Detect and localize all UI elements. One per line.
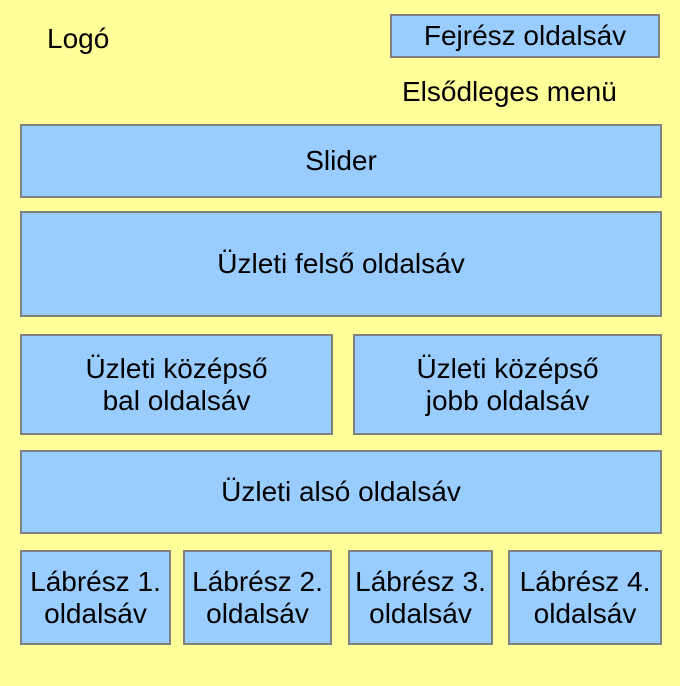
business-middle-left-sidebar-box: Üzleti középső bal oldalsáv <box>20 334 333 435</box>
footer-sidebar-3-box: Lábrész 3. oldalsáv <box>348 550 493 645</box>
slider-box: Slider <box>20 124 662 198</box>
logo-label: Logó <box>47 23 110 54</box>
header-sidebar-box: Fejrész oldalsáv <box>390 14 660 58</box>
business-middle-right-sidebar-box: Üzleti középső jobb oldalsáv <box>353 334 662 435</box>
primary-menu-label: Elsődleges menü <box>402 76 617 107</box>
business-top-sidebar-box: Üzleti felső oldalsáv <box>20 211 662 317</box>
footer-sidebar-2-box: Lábrész 2. oldalsáv <box>183 550 332 645</box>
business-bottom-sidebar-box: Üzleti alsó oldalsáv <box>20 450 662 534</box>
footer-sidebar-4-box: Lábrész 4. oldalsáv <box>508 550 662 645</box>
footer-sidebar-1-box: Lábrész 1. oldalsáv <box>20 550 171 645</box>
